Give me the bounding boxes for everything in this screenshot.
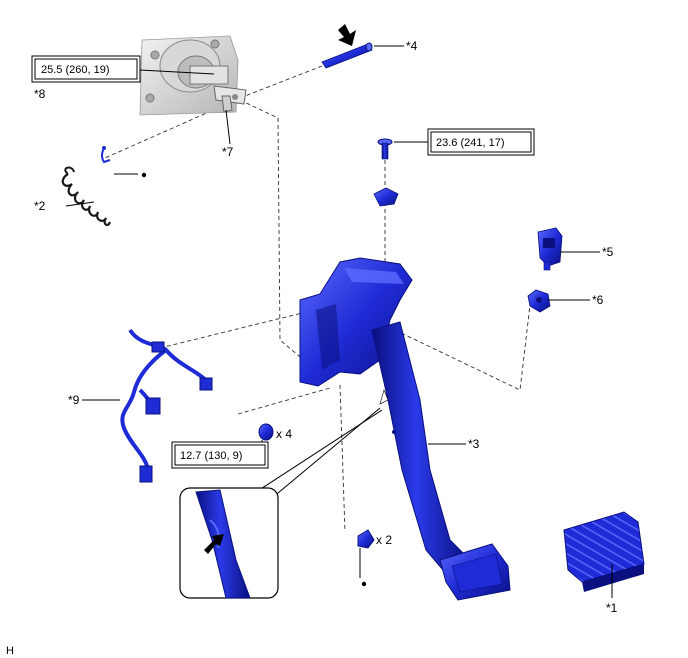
dot-marker	[141, 172, 147, 178]
mounting-bolt	[377, 138, 393, 160]
torque-value: 23.6 (241, 17)	[436, 137, 505, 149]
label-part-6: *6	[592, 293, 604, 307]
torque-box-25-5: 25.5 (260, 19)	[31, 55, 141, 83]
pedal-pin	[321, 42, 373, 69]
label-part-4: *4	[406, 39, 418, 53]
assembly-lines	[104, 65, 531, 533]
return-spring	[61, 166, 112, 227]
detail-arrow-icon	[204, 534, 224, 554]
torque-value: 12.7 (130, 9)	[180, 450, 242, 462]
spring-hook	[101, 146, 111, 164]
lamp-switch-clip	[527, 289, 551, 313]
leader-lines	[65, 45, 613, 598]
torque-box-23-6: 23.6 (241, 17)	[427, 128, 535, 156]
down-arrow-icon	[338, 24, 356, 46]
wire-harness	[120, 328, 213, 483]
quantity-x2: x 2	[376, 533, 392, 547]
figure-letter: H	[6, 645, 14, 657]
pedal-pad	[563, 511, 645, 592]
label-part-9: *9	[68, 393, 80, 407]
bolt-collar	[373, 187, 399, 207]
clevis-clip	[221, 95, 233, 113]
stop-lamp-switch	[537, 227, 563, 271]
label-part-2: *2	[34, 199, 46, 213]
dot-marker	[361, 581, 367, 587]
detail-inset	[179, 407, 383, 599]
label-part-7: *7	[222, 145, 234, 159]
brake-booster	[139, 35, 247, 116]
nut-x2	[357, 529, 375, 549]
label-part-3: *3	[468, 437, 480, 451]
label-part-8: *8	[34, 87, 46, 101]
quantity-x4: x 4	[276, 427, 292, 441]
torque-value: 25.5 (260, 19)	[41, 64, 110, 76]
nut-x4	[258, 423, 274, 441]
brake-pedal-assembly	[299, 257, 511, 601]
label-part-1: *1	[606, 601, 618, 615]
torque-box-12-7: 12.7 (130, 9)	[171, 441, 269, 469]
label-part-5: *5	[602, 245, 614, 259]
